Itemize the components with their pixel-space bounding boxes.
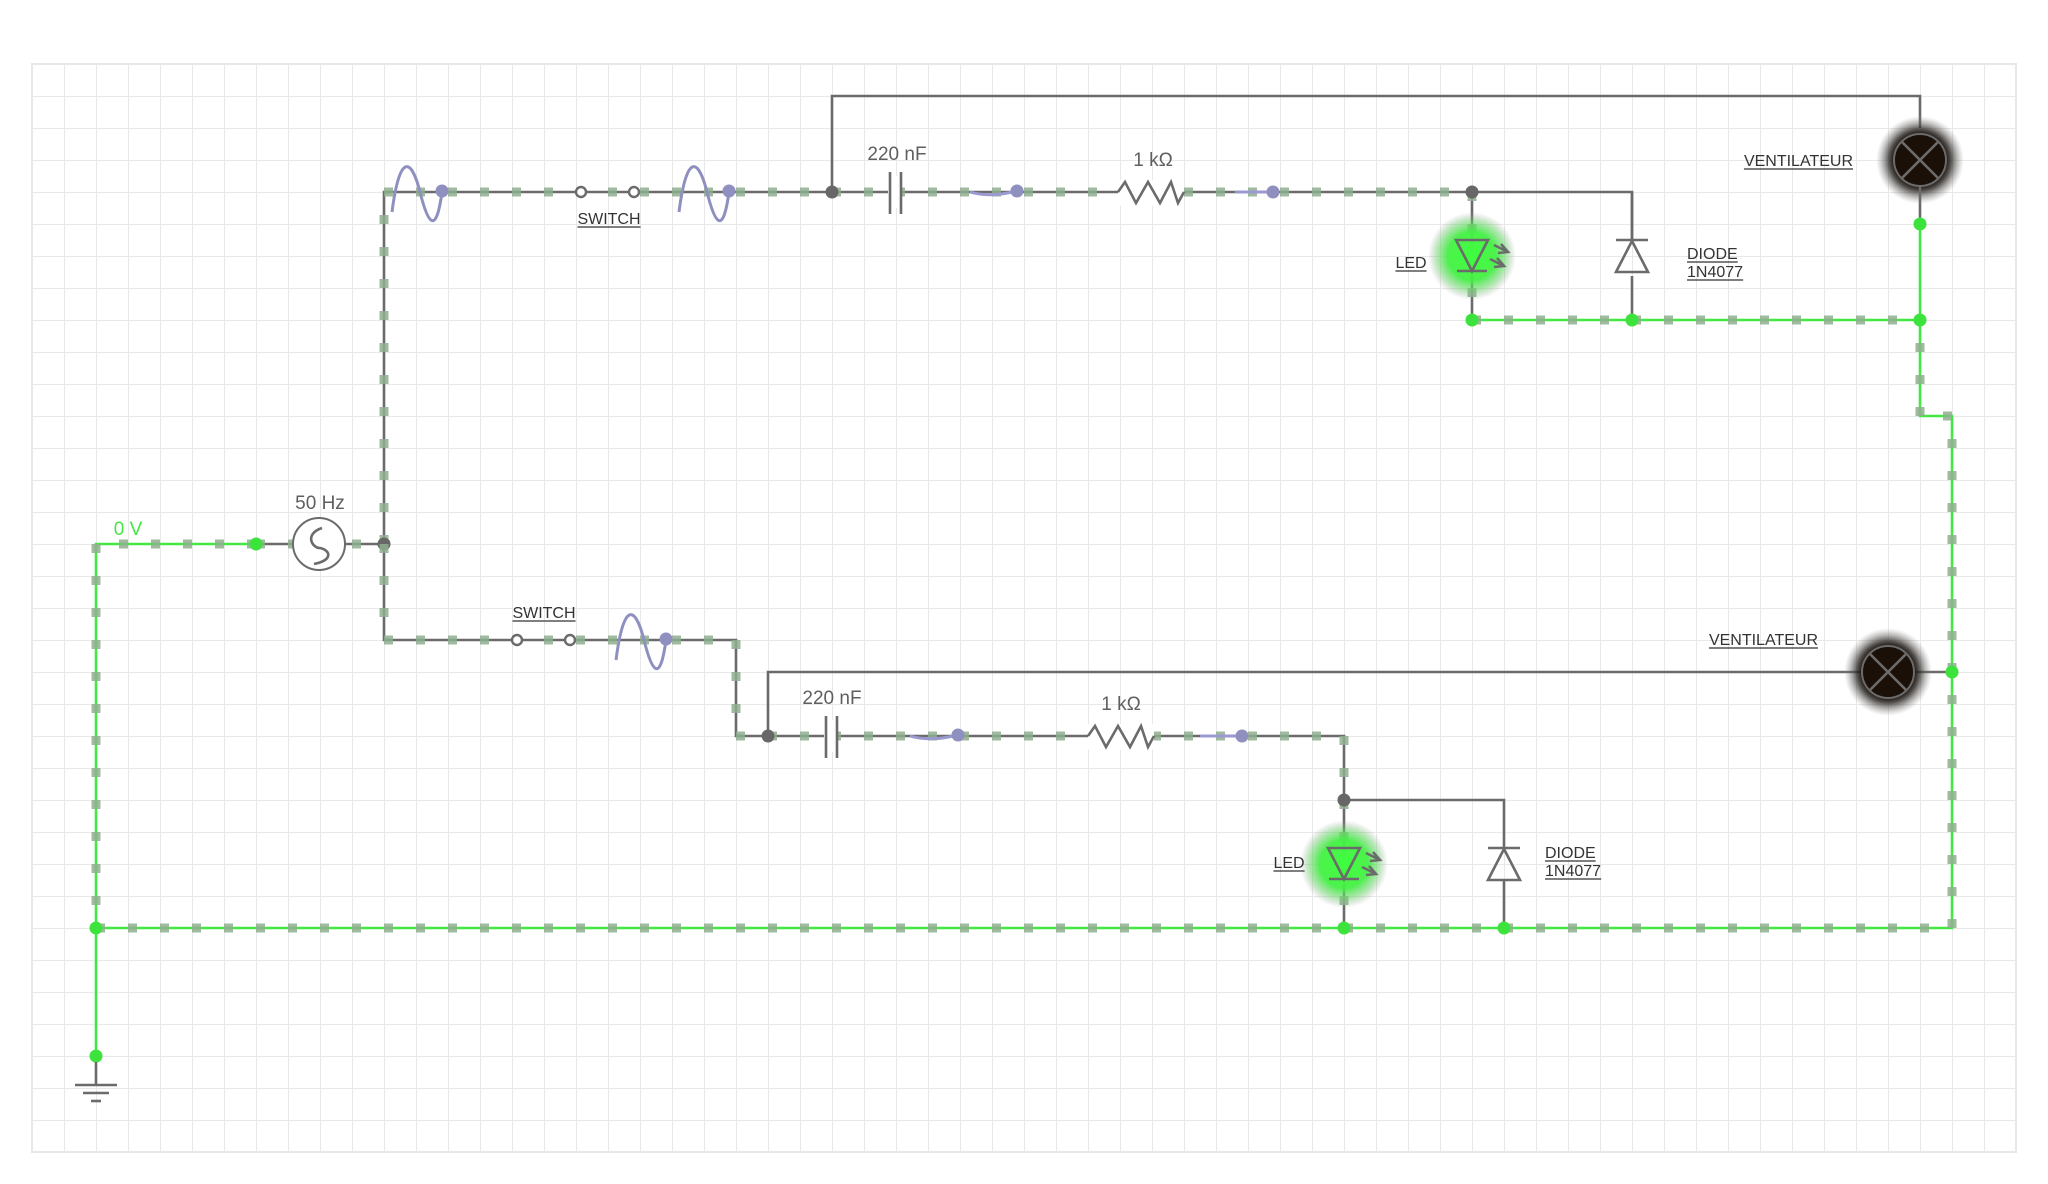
ac-source: 50 Hz 0 V bbox=[114, 493, 391, 571]
probe-waveform-icon bbox=[614, 613, 668, 670]
junction-node bbox=[1465, 185, 1479, 199]
led-triangle-icon bbox=[1453, 238, 1491, 274]
junction-node-live bbox=[89, 921, 103, 935]
led-glow bbox=[1300, 820, 1388, 908]
ac-source-frequency[interactable]: 50 Hz bbox=[295, 493, 345, 514]
switch-upper-terminal-a[interactable] bbox=[574, 185, 588, 199]
diode-triangle-icon bbox=[1613, 238, 1651, 274]
ground-voltage-label[interactable]: 0 V bbox=[114, 519, 143, 540]
led-triangle-icon bbox=[1325, 846, 1363, 882]
junction-node-live bbox=[1945, 665, 1959, 679]
junction-node-live bbox=[249, 537, 263, 551]
ground-terminal bbox=[89, 1049, 103, 1063]
fan-cross-icon bbox=[1869, 653, 1907, 691]
probe-point[interactable] bbox=[659, 632, 673, 646]
current-flow-lower bbox=[379, 544, 1349, 928]
wire-diode2-feed[interactable] bbox=[1344, 798, 1506, 848]
sine-symbol-icon bbox=[309, 526, 330, 566]
resistor-zigzag-icon bbox=[1116, 178, 1186, 207]
junction-node bbox=[825, 185, 839, 199]
fan-upper-label[interactable]: VENTILATEUR bbox=[1744, 153, 1853, 170]
capacitor-gap bbox=[888, 176, 902, 208]
probe-point[interactable] bbox=[1010, 184, 1024, 198]
junction-node-live bbox=[1913, 313, 1927, 327]
current-flow-ground-left bbox=[91, 539, 256, 928]
junction-node-live bbox=[1465, 313, 1479, 327]
ac-source-icon[interactable] bbox=[292, 517, 346, 571]
probe-point[interactable] bbox=[951, 728, 965, 742]
led-emission-arrows-icon bbox=[1489, 243, 1511, 269]
wire-fan2-feed[interactable] bbox=[766, 670, 1862, 736]
switch-lower-label[interactable]: SWITCH bbox=[512, 605, 575, 622]
probe-waveform-icon bbox=[677, 165, 731, 222]
led-emission-arrows-icon bbox=[1361, 851, 1383, 877]
diode-upper-part[interactable]: 1N4077 bbox=[1687, 264, 1743, 281]
diode-triangle-icon bbox=[1485, 846, 1523, 882]
diode-upper-type[interactable]: DIODE bbox=[1687, 246, 1738, 263]
junction-node-live bbox=[1625, 313, 1639, 327]
capacitor-upper-value[interactable]: 220 nF bbox=[867, 144, 926, 165]
resistor-lower-value[interactable]: 1 kΩ bbox=[1101, 694, 1141, 715]
probe-point[interactable] bbox=[435, 184, 449, 198]
diode-lower-part[interactable]: 1N4077 bbox=[1545, 863, 1601, 880]
junction-node bbox=[761, 729, 775, 743]
resistor-upper-value[interactable]: 1 kΩ bbox=[1133, 150, 1173, 171]
junction-node bbox=[1337, 793, 1351, 807]
led-upper-label[interactable]: LED bbox=[1395, 255, 1426, 272]
switch-lower-terminal-b[interactable] bbox=[563, 633, 577, 647]
fan-lower-label[interactable]: VENTILATEUR bbox=[1709, 632, 1818, 649]
probe-point[interactable] bbox=[1235, 729, 1249, 743]
switch-lower-terminal-a[interactable] bbox=[510, 633, 524, 647]
switch-upper-label[interactable]: SWITCH bbox=[577, 211, 640, 228]
ground-net bbox=[91, 224, 1957, 1056]
junction-node-live bbox=[1497, 921, 1511, 935]
led-glow bbox=[1428, 212, 1516, 300]
wire-fan1-feed[interactable] bbox=[830, 94, 1922, 192]
capacitor-lower-value[interactable]: 220 nF bbox=[802, 688, 861, 709]
led-lower-label[interactable]: LED bbox=[1273, 855, 1304, 872]
grid-background bbox=[31, 63, 2017, 1153]
fan-cross-icon bbox=[1901, 141, 1939, 179]
probe-waveform-icon bbox=[390, 165, 444, 222]
upper-branch: SWITCH 220 nF 1 kΩ LED DIODE bbox=[379, 94, 1964, 544]
current-flow-bottom-bus bbox=[96, 320, 1957, 933]
probe-point[interactable] bbox=[722, 184, 736, 198]
junction-node-live bbox=[1337, 921, 1351, 935]
lower-branch: SWITCH 220 nF 1 kΩ LED DIODE 1N4077 bbox=[379, 544, 1959, 935]
diode-lower-type[interactable]: DIODE bbox=[1545, 845, 1596, 862]
probe-point[interactable] bbox=[1266, 185, 1280, 199]
capacitor-gap bbox=[824, 720, 838, 752]
ground-symbol[interactable] bbox=[75, 921, 117, 1103]
switch-upper-terminal-b[interactable] bbox=[627, 185, 641, 199]
resistor-zigzag-icon bbox=[1086, 722, 1156, 751]
junction-node-live bbox=[1913, 217, 1927, 231]
